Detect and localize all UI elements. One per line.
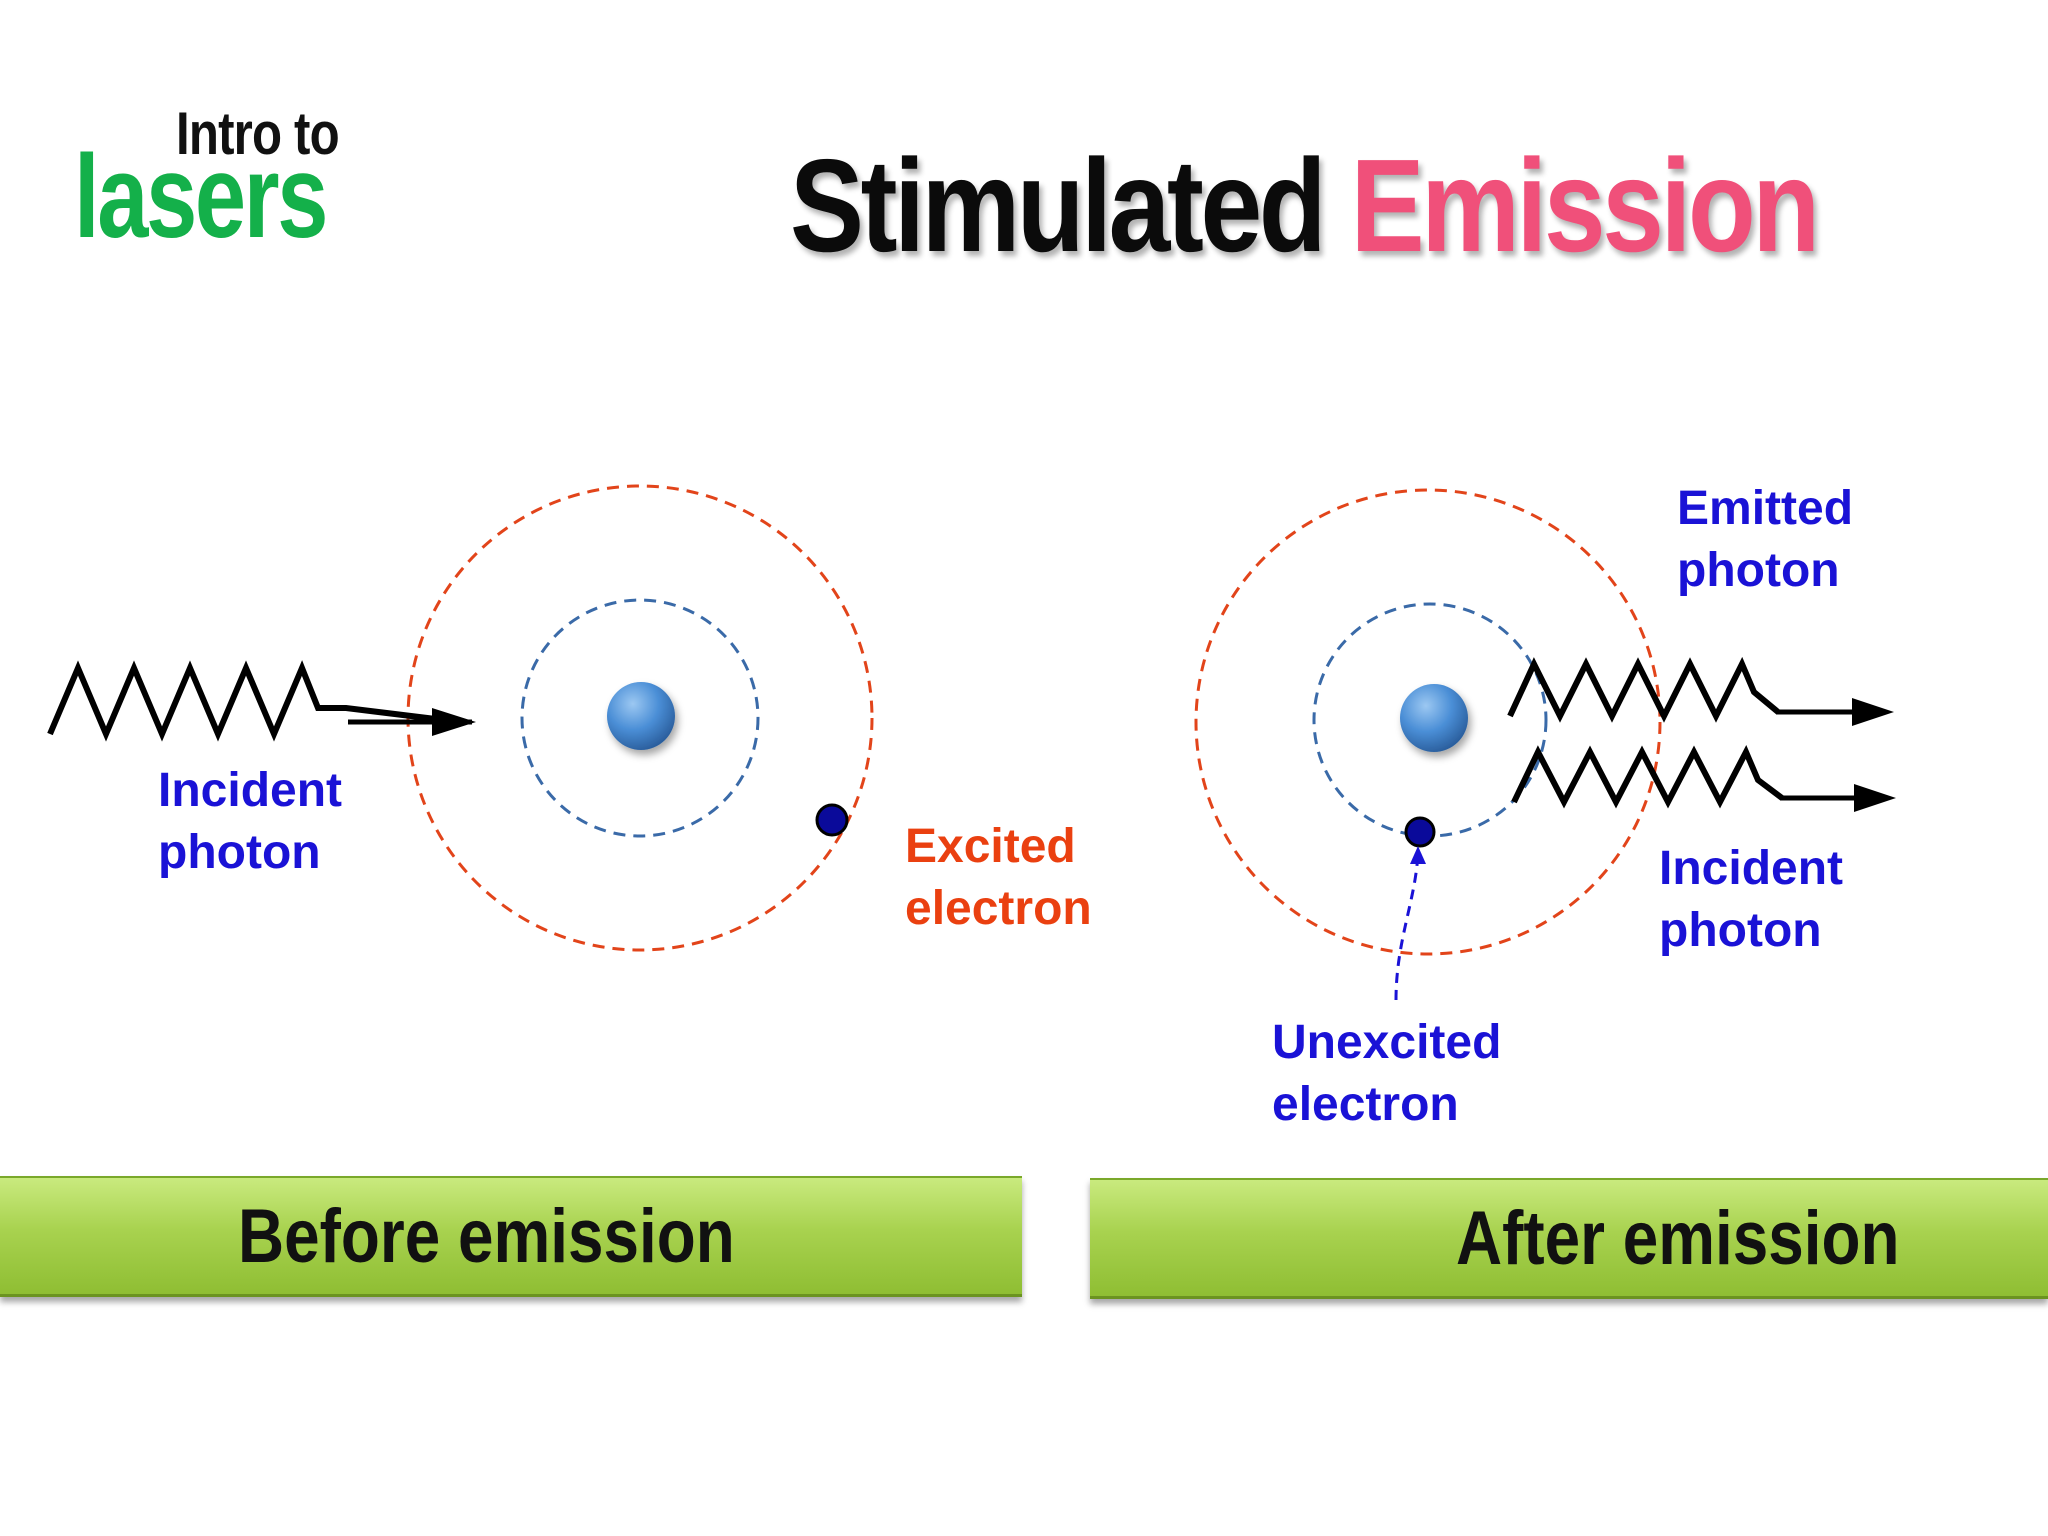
label-line: Unexcited (1272, 1016, 1502, 1069)
label-emitted-photon: Emitted photon (1677, 478, 1853, 602)
outer-orbit (1194, 488, 1662, 956)
caption-before: Before emission (238, 1194, 735, 1279)
pointer-arrowhead-icon (1410, 846, 1426, 864)
nucleus (1400, 684, 1468, 752)
arrowhead-icon (1852, 698, 1894, 726)
before-incident-photon-wave (47, 660, 476, 742)
label-unexcited-electron: Unexcited electron (1272, 1012, 1501, 1136)
title-word-stimulated: Stimulated (790, 132, 1327, 279)
label-excited-electron: Excited electron (905, 816, 1092, 940)
after-atom (1194, 488, 1662, 1001)
electron-pointer (1394, 851, 1420, 1001)
slide-title: Stimulated Emission (790, 140, 1820, 272)
arrowhead-icon (1854, 784, 1896, 812)
before-atom (406, 484, 874, 952)
inner-orbit (520, 598, 760, 838)
label-line: Incident (1659, 842, 1844, 895)
label-line: electron (905, 882, 1092, 935)
arrowhead-icon (432, 708, 476, 736)
label-line: photon (1677, 544, 1840, 597)
logo-lasers: lasers (74, 131, 328, 263)
label-incident-photon-before: Incident photon (158, 760, 342, 884)
label-line: Emitted (1677, 482, 1854, 535)
label-line: Incident (158, 764, 343, 817)
label-line: electron (1272, 1078, 1459, 1131)
nucleus (607, 682, 675, 750)
caption-bar-before: Before emission (0, 1176, 1022, 1297)
after-incident-photon-wave (1511, 744, 1896, 812)
unexcited-electron-dot (1404, 816, 1436, 848)
caption-after: After emission (1456, 1196, 1900, 1281)
excited-electron-dot (815, 803, 849, 837)
label-line: Excited (905, 820, 1076, 873)
logo-intro-to: Intro to (176, 100, 340, 167)
label-line: photon (1659, 904, 1822, 957)
label-incident-photon-after: Incident photon (1659, 838, 1843, 962)
caption-bar-after: After emission (1090, 1178, 2048, 1299)
label-line: photon (158, 826, 321, 879)
title-word-emission: Emission (1350, 132, 1820, 279)
emitted-photon-wave (1507, 656, 1894, 726)
